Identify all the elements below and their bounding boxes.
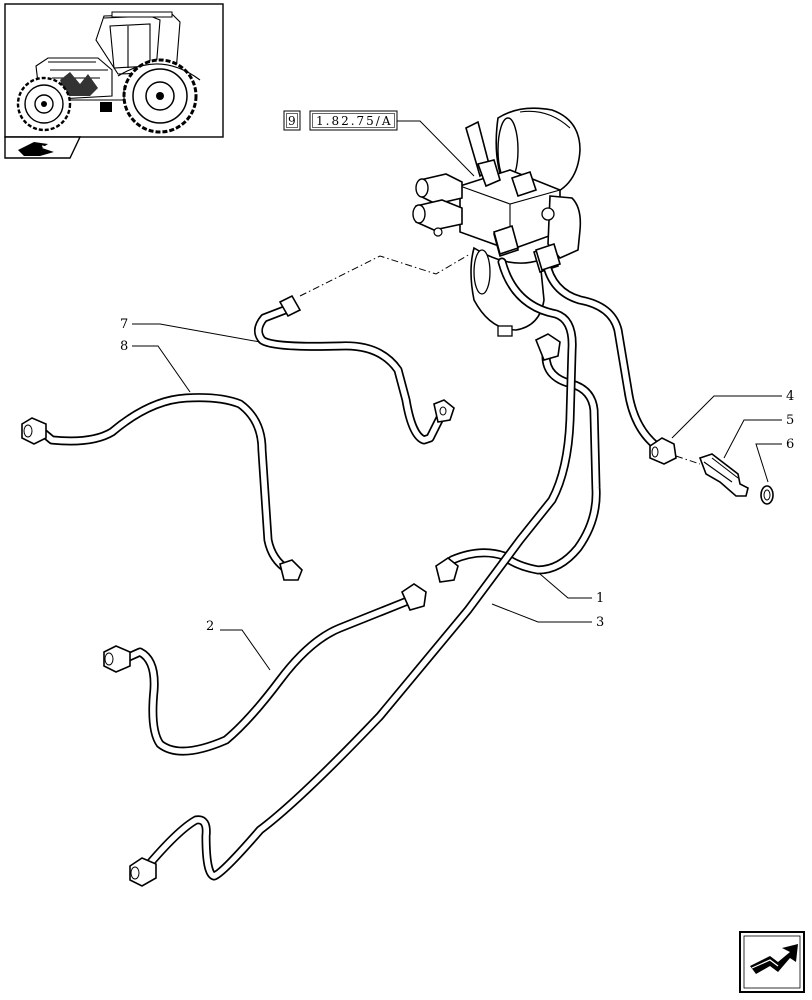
leader-6 — [755, 443, 782, 483]
washer-6 — [760, 485, 774, 505]
component-group-icon[interactable] — [4, 136, 82, 159]
next-page-arrow-icon[interactable] — [739, 931, 805, 993]
pipe-4 — [541, 257, 667, 455]
block-pipe-stubs — [493, 224, 561, 272]
leader-7 — [132, 323, 261, 343]
callout-2: 2 — [206, 619, 214, 634]
leader-1 — [539, 573, 592, 599]
callout-6: 6 — [786, 437, 794, 452]
leader-8 — [132, 345, 191, 393]
adapter-5 — [698, 453, 749, 497]
reference-code-box[interactable]: 1.82.75/A — [309, 110, 398, 131]
leader-2 — [220, 629, 271, 671]
reference-page-box[interactable]: 9 — [283, 110, 301, 131]
pipe-8 — [21, 393, 303, 581]
callout-4: 4 — [786, 389, 794, 404]
pipe-3 — [129, 257, 577, 887]
callout-3: 3 — [596, 615, 604, 630]
reference-leader — [397, 120, 475, 177]
axis-line-4-5 — [675, 455, 701, 465]
nut-4 — [649, 437, 677, 465]
tractor-thumbnail-icon[interactable] — [4, 3, 224, 138]
pipe-2 — [103, 583, 427, 756]
callout-5: 5 — [786, 413, 794, 428]
reference-page-number: 9 — [288, 114, 298, 128]
leader-3 — [491, 603, 592, 623]
callout-7: 7 — [120, 317, 128, 332]
assembly-dashed-line — [299, 253, 471, 297]
callout-8: 8 — [120, 339, 128, 354]
callout-1: 1 — [596, 591, 604, 606]
pipe-7 — [254, 294, 455, 445]
leader-4 — [671, 395, 782, 439]
valve-block-assembly — [412, 107, 582, 337]
reference-code: 1.82.75/A — [316, 114, 393, 128]
leader-5 — [723, 419, 782, 459]
